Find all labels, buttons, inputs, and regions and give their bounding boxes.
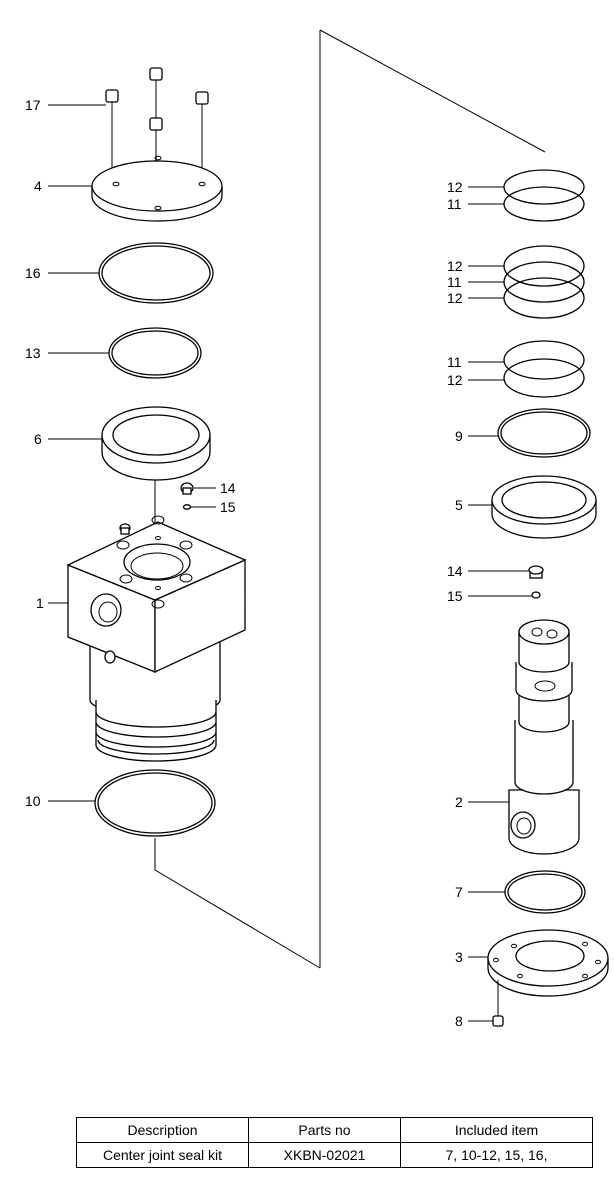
part-13-o-ring (108, 327, 202, 379)
callout-13: 13 (25, 345, 41, 361)
part-7-o-ring (504, 870, 586, 914)
part-14-15-plug-right (528, 565, 544, 599)
part-5-ring (491, 475, 597, 539)
callout-12-d: 12 (447, 372, 463, 388)
callout-11-a: 11 (447, 196, 462, 212)
callout-14-right: 14 (447, 563, 463, 579)
callout-12-a: 12 (447, 179, 463, 195)
callout-12-c: 12 (447, 290, 463, 306)
part-9-o-ring (497, 408, 591, 458)
callout-17: 17 (25, 97, 41, 113)
callout-11-b: 11 (447, 274, 462, 290)
callout-7: 7 (455, 884, 463, 900)
callout-9: 9 (455, 428, 463, 444)
part-6-ring (101, 406, 211, 481)
assembly-connector-lines (154, 29, 546, 969)
cell-included-item: 7, 10-12, 15, 16, (400, 1142, 593, 1168)
part-11-12-seals-top (503, 169, 585, 222)
callout-8: 8 (455, 1013, 463, 1029)
part-14-15-plug-left (119, 482, 194, 535)
callout-14-left: 14 (220, 480, 236, 496)
part-16-o-ring (98, 242, 214, 304)
part-11-12-seals-middle (503, 245, 585, 319)
leader-lines (48, 104, 532, 1022)
callout-5: 5 (455, 497, 463, 513)
callout-15-left: 15 (220, 499, 236, 515)
table-row: Center joint seal kit XKBN-02021 7, 10-1… (76, 1142, 593, 1168)
callout-2: 2 (455, 794, 463, 810)
part-4-cover-plate (91, 155, 223, 222)
callout-12-b: 12 (447, 258, 463, 274)
part-11-12-seals-lower (503, 340, 585, 398)
callout-15-right: 15 (447, 588, 463, 604)
part-2-spindle (508, 619, 580, 855)
callout-11-c: 11 (447, 354, 462, 370)
cell-parts-no: XKBN-02021 (248, 1142, 401, 1168)
callout-3: 3 (455, 949, 463, 965)
header-parts-no: Parts no (248, 1117, 401, 1143)
table-header-row: Description Parts no Included item (76, 1117, 593, 1143)
part-1-body (66, 515, 247, 762)
cell-description: Center joint seal kit (76, 1142, 249, 1168)
seal-kit-table: Description Parts no Included item Cente… (76, 1117, 593, 1168)
part-8-bolt (492, 980, 504, 1027)
callout-labels: 17 4 16 13 6 14 15 1 10 12 11 12 11 12 1… (25, 97, 463, 1029)
callout-6: 6 (34, 431, 42, 447)
part-3-flange (487, 929, 609, 997)
callout-4: 4 (34, 178, 42, 194)
header-description: Description (76, 1117, 249, 1143)
part-10-o-ring (94, 769, 216, 837)
callout-10: 10 (25, 793, 41, 809)
header-included-item: Included item (400, 1117, 593, 1143)
callout-1: 1 (36, 595, 44, 611)
callout-16: 16 (25, 265, 41, 281)
center-joint-exploded-diagram: 17 4 16 13 6 14 15 1 10 12 11 12 11 12 1… (25, 29, 609, 1029)
